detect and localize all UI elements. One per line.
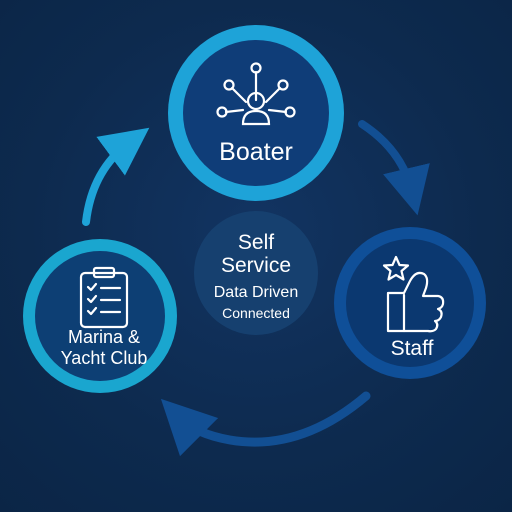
center-line-self: Self	[238, 231, 274, 254]
center-line-data-driven: Data Driven	[214, 284, 298, 301]
arrow-boater-to-staff	[358, 120, 430, 216]
marina-node: Marina & Yacht Club	[23, 239, 177, 393]
center-circle: Self Service Data Driven Connected	[194, 211, 318, 335]
staff-node: Staff	[334, 227, 486, 379]
boater-label: Boater	[219, 138, 293, 166]
arrow-marina-to-boater	[82, 127, 150, 226]
marina-label-line1: Marina &	[68, 327, 140, 347]
clipboard-checklist-icon	[79, 266, 129, 329]
network-person-icon	[216, 62, 296, 126]
center-line-service: Service	[221, 254, 291, 277]
arrow-staff-to-marina	[160, 391, 371, 457]
center-line-connected: Connected	[222, 305, 290, 321]
staff-label: Staff	[391, 337, 434, 360]
boater-node: Boater	[168, 25, 344, 201]
marina-label-line2: Yacht Club	[61, 348, 148, 368]
thumbs-up-star-icon	[382, 255, 445, 333]
